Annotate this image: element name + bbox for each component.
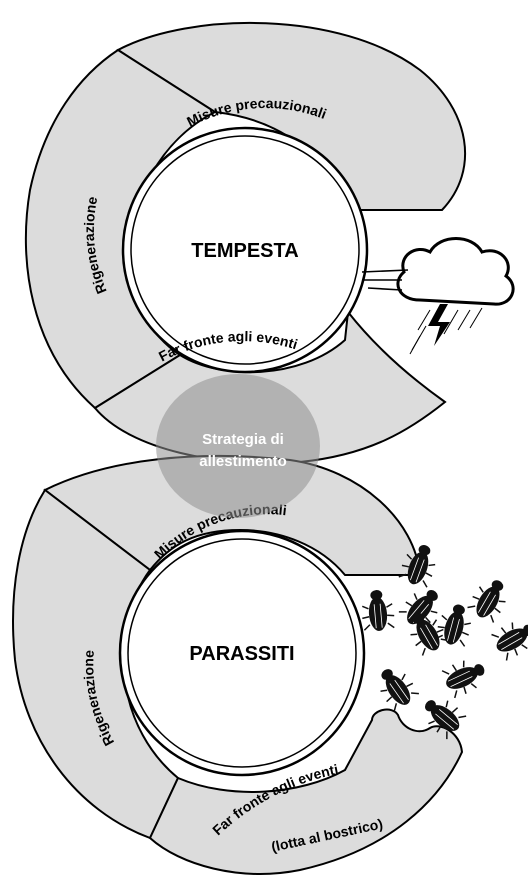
hub-line-1: Strategia di xyxy=(202,431,284,448)
bottom-core xyxy=(127,538,357,768)
bottom-coping-segment xyxy=(148,708,464,875)
top-center-title: TEMPESTA xyxy=(191,240,298,262)
hub: Strategia di allestimento xyxy=(156,374,320,518)
hub-line-2: allestimento xyxy=(199,453,287,470)
bottom-center-title: PARASSITI xyxy=(189,643,294,665)
bottom-cycle: PARASSITI Misure precauzionali Rigeneraz… xyxy=(12,454,464,875)
hub-disc xyxy=(156,374,320,518)
top-core xyxy=(130,135,360,365)
storm-cloud-icon xyxy=(361,237,515,355)
